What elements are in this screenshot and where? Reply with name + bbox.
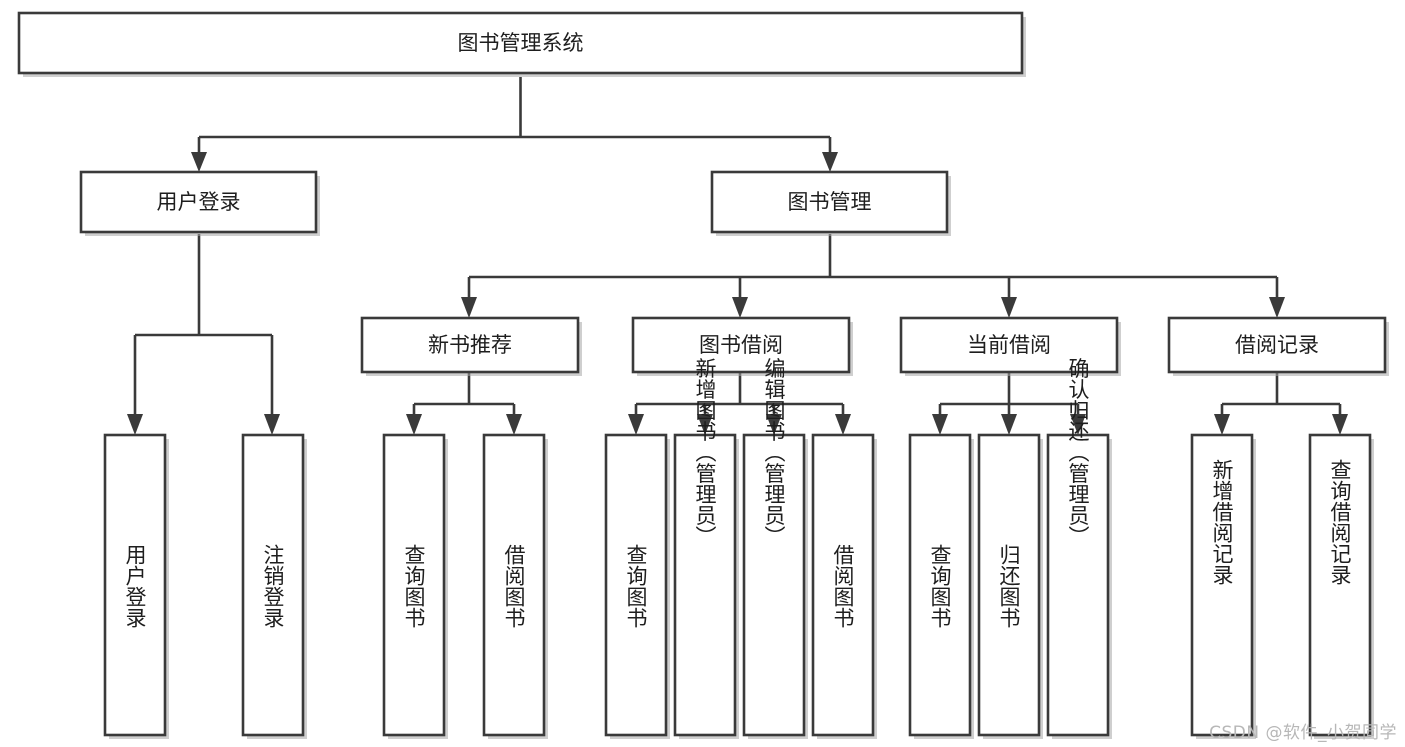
node-new-book-recommend-rect [360, 316, 580, 374]
arrow-head-user-login-leaf [127, 414, 143, 435]
arrow-head-user-login [191, 152, 207, 172]
leaf-user-login-1[interactable]: 用户登录 [103, 433, 169, 739]
leaf-current-borrow-3[interactable]: 确认归还（管理员） [1046, 358, 1112, 740]
leaf-book-borrow-1[interactable]: 查询图书 [604, 433, 670, 739]
leaf-borrow-record-1-rect [1190, 433, 1254, 737]
arrow-head-borrowrecord-leaf-2 [1332, 414, 1348, 435]
leaf-user-login-2-rect [241, 433, 305, 737]
leaf-book-borrow-1-rect [604, 433, 668, 737]
leaf-borrow-record-2-label: 查询借阅记录 [1328, 459, 1352, 585]
arrow-head-bookborrow-leaf-2 [697, 414, 713, 435]
node-user-login-label: 用户登录 [157, 190, 241, 214]
leaf-user-login-1-rect [103, 433, 167, 737]
leaf-book-borrow-3[interactable]: 编辑图书（管理员） [742, 358, 808, 740]
leaf-user-login-2-label: 注销登录 [261, 544, 285, 628]
node-root-system[interactable]: 图书管理系统 [17, 11, 1026, 77]
leaf-book-borrow-4-label: 借阅图书 [831, 544, 855, 628]
node-book-borrow-label: 图书借阅 [699, 333, 783, 357]
leaf-current-borrow-3-rect [1046, 433, 1110, 737]
node-user-login-rect [79, 170, 318, 234]
connector-layer [127, 77, 1348, 435]
leaf-new-book-2[interactable]: 借阅图书 [482, 433, 548, 739]
leaf-current-borrow-2-label: 归还图书 [997, 544, 1021, 628]
leaf-borrow-record-2-rect [1308, 433, 1372, 737]
node-root-rect [17, 11, 1024, 75]
arrow-head-newbook-leaf-1 [406, 414, 422, 435]
arrow-head-currentborrow [1001, 297, 1017, 318]
node-new-book-recommend-label: 新书推荐 [428, 333, 512, 357]
arrow-head-bookborrow-leaf-4 [835, 414, 851, 435]
leaf-new-book-1-rect [382, 433, 446, 737]
leaf-current-borrow-1-rect [908, 433, 972, 737]
leaf-borrow-record-2[interactable]: 查询借阅记录 [1308, 433, 1374, 739]
node-book-manage-label: 图书管理 [788, 190, 872, 214]
leaf-user-login-2[interactable]: 注销登录 [241, 433, 307, 739]
leaf-borrow-record-1[interactable]: 新增借阅记录 [1190, 433, 1256, 739]
node-new-book-recommend[interactable]: 新书推荐 [360, 316, 582, 376]
node-root-label: 图书管理系统 [458, 31, 584, 55]
arrow-head-logout-leaf [264, 414, 280, 435]
leaf-new-book-2-label: 借阅图书 [502, 544, 526, 628]
leaf-book-borrow-3-rect [742, 433, 806, 737]
arrow-head-newbook-leaf-2 [506, 414, 522, 435]
arrow-head-book-manage [822, 152, 838, 172]
node-borrow-record-rect [1167, 316, 1387, 374]
leaf-current-borrow-2-rect [977, 433, 1041, 737]
node-current-borrow-rect [899, 316, 1119, 374]
leaf-current-borrow-3-label: 确认归还（管理员） [1066, 358, 1090, 547]
arrow-head-currentborrow-leaf-2 [1001, 414, 1017, 435]
arrow-head-currentborrow-leaf-1 [932, 414, 948, 435]
leaf-book-borrow-4-rect [811, 433, 875, 737]
leaf-book-borrow-2-label: 新增图书（管理员） [693, 358, 717, 547]
node-user-login[interactable]: 用户登录 [79, 170, 320, 236]
leaf-current-borrow-2[interactable]: 归还图书 [977, 433, 1043, 739]
arrow-head-newbook [461, 297, 477, 318]
leaf-new-book-2-rect [482, 433, 546, 737]
leaf-book-borrow-2-rect [673, 433, 737, 737]
leaf-new-book-1[interactable]: 查询图书 [382, 433, 448, 739]
node-current-borrow[interactable]: 当前借阅 [899, 316, 1121, 376]
node-current-borrow-label: 当前借阅 [967, 333, 1051, 357]
leaf-book-borrow-1-label: 查询图书 [624, 544, 648, 628]
arrow-head-bookborrow [732, 297, 748, 318]
leaf-book-borrow-2[interactable]: 新增图书（管理员） [673, 358, 739, 740]
node-borrow-record-label: 借阅记录 [1235, 333, 1319, 357]
node-book-manage[interactable]: 图书管理 [710, 170, 951, 236]
leaf-current-borrow-1-label: 查询图书 [928, 544, 952, 628]
leaf-book-borrow-3-label: 编辑图书（管理员） [762, 358, 786, 547]
leaf-current-borrow-1[interactable]: 查询图书 [908, 433, 974, 739]
leaf-user-login-1-label: 用户登录 [123, 544, 147, 628]
node-book-manage-rect [710, 170, 949, 234]
node-borrow-record[interactable]: 借阅记录 [1167, 316, 1389, 376]
leaf-borrow-record-1-label: 新增借阅记录 [1210, 459, 1234, 585]
arrow-head-bookborrow-leaf-1 [628, 414, 644, 435]
arrow-head-borrowrecord-leaf-1 [1214, 414, 1230, 435]
arrow-head-borrowrecord [1269, 297, 1285, 318]
arrow-head-bookborrow-leaf-3 [766, 414, 782, 435]
node-book-borrow-rect [631, 316, 851, 374]
node-book-borrow[interactable]: 图书借阅 [631, 316, 853, 376]
leaf-new-book-1-label: 查询图书 [402, 544, 426, 628]
arrow-head-currentborrow-leaf-3 [1070, 414, 1086, 435]
leaf-book-borrow-4[interactable]: 借阅图书 [811, 433, 877, 739]
